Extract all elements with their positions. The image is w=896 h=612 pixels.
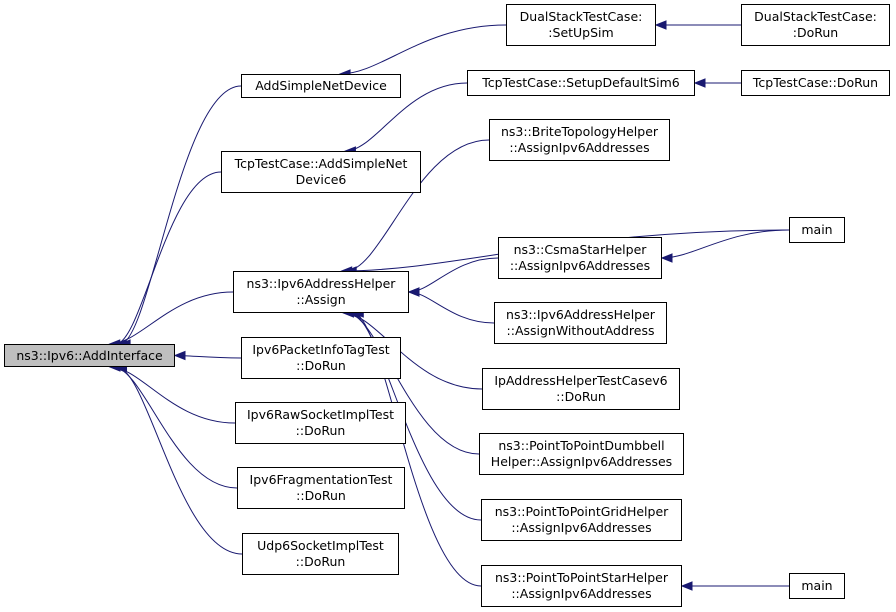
- node-label-line-1: Ipv6RawSocketImplTest: [247, 407, 394, 422]
- node-label-line-1: Ipv6FragmentationTest: [249, 472, 393, 487]
- edge-p2p_dumbbell_assign_ipv6-to-ipv6_address_helper_assign: [346, 312, 480, 455]
- node-label-line-1: ns3::PointToPointGridHelper: [494, 504, 669, 519]
- edge-ipv6_fragmentation_test-to-root: [113, 366, 238, 489]
- node-main-1[interactable]: main: [789, 217, 845, 243]
- edge-dual_stack_setup_sim-to-add_simple_net_device: [340, 24, 507, 75]
- node-label: ns3::Ipv6::AddInterface: [16, 347, 163, 363]
- node-udp6-socket-impl-test[interactable]: Udp6SocketImplTest ::DoRun: [242, 533, 399, 575]
- node-brite-topology-assign-ipv6[interactable]: ns3::BriteTopologyHelper ::AssignIpv6Add…: [489, 119, 670, 161]
- node-label-line-2: ::AssignIpv6Addresses: [509, 140, 650, 155]
- edge-brite_assign_ipv6-to-ipv6_address_helper_assign: [346, 139, 490, 272]
- node-label-line-1: TcpTestCase::AddSimpleNet: [234, 156, 408, 171]
- node-label-line-2: ::AssignIpv6Addresses: [511, 586, 652, 601]
- node-label-line-1: ns3::BriteTopologyHelper: [500, 124, 659, 139]
- arrowhead-main_2-to-p2p_star_assign_ipv6: [680, 581, 693, 591]
- edge-p2p_star_assign_ipv6-to-ipv6_address_helper_assign: [353, 312, 482, 587]
- node-label: main: [801, 222, 833, 237]
- node-assign-without-address[interactable]: ns3::Ipv6AddressHelper ::AssignWithoutAd…: [494, 302, 667, 344]
- node-dual-stack-do-run[interactable]: DualStackTestCase: :DoRun: [741, 4, 890, 46]
- node-label-line-2: ::AssignIpv6Addresses: [509, 258, 651, 273]
- node-label-line-2: Device6: [295, 172, 347, 187]
- node-p2p-grid-assign-ipv6[interactable]: ns3::PointToPointGridHelper ::AssignIpv6…: [481, 499, 682, 541]
- node-label-line-1: ns3::Ipv6AddressHelper: [506, 307, 655, 322]
- node-label: TcpTestCase::DoRun: [752, 75, 879, 90]
- node-label: main: [801, 578, 833, 593]
- node-label-line-2: ::DoRun: [556, 389, 606, 404]
- node-ipv6-fragmentation-test[interactable]: Ipv6FragmentationTest ::DoRun: [237, 467, 405, 509]
- node-label-line-1: ns3::CsmaStarHelper: [513, 242, 647, 257]
- node-dual-stack-setup-sim[interactable]: DualStackTestCase: :SetUpSim: [506, 4, 656, 46]
- node-ipv6-raw-socket-impl-test[interactable]: Ipv6RawSocketImplTest ::DoRun: [235, 402, 406, 444]
- node-tcp-do-run[interactable]: TcpTestCase::DoRun: [741, 70, 890, 96]
- node-label-line-1: DualStackTestCase:: [754, 9, 877, 24]
- node-label-line-2: ::DoRun: [296, 488, 346, 503]
- node-csma-star-assign-ipv6[interactable]: ns3::CsmaStarHelper ::AssignIpv6Addresse…: [498, 237, 662, 279]
- node-label-line-1: ns3::Ipv6AddressHelper: [246, 276, 396, 291]
- node-label-line-1: Udp6SocketImplTest: [257, 538, 384, 553]
- arrowhead-tcp_do_run-to-tcp_setup_default_sim6: [693, 78, 706, 88]
- node-ipv6-address-helper-assign[interactable]: ns3::Ipv6AddressHelper ::Assign: [233, 271, 409, 313]
- node-label-line-1: DualStackTestCase:: [519, 9, 643, 24]
- node-label-line-2: ::Assign: [296, 292, 346, 307]
- edge-ipv6_address_helper_assign-to-root: [109, 291, 234, 345]
- node-label-line-2: :SetUpSim: [548, 25, 614, 40]
- node-tcp-setup-default-sim6[interactable]: TcpTestCase::SetupDefaultSim6: [467, 70, 695, 96]
- edge-udp6_socket_impl_test-to-root: [116, 366, 243, 555]
- edge-assign_without_address-to-ipv6_address_helper_assign: [408, 291, 495, 324]
- node-add-simple-net-device[interactable]: AddSimpleNetDevice: [241, 74, 401, 98]
- node-label: TcpTestCase::SetupDefaultSim6: [482, 75, 680, 90]
- arrowhead-assign_without_address-to-ipv6_address_helper_assign: [407, 287, 420, 297]
- node-label-line-2: Helper::AssignIpv6Addresses: [490, 454, 673, 469]
- edge-csma_star_assign_ipv6-to-ipv6_address_helper_assign: [408, 257, 499, 293]
- arrowhead-ipv6_packet_info_tag_test-to-root: [173, 350, 186, 361]
- edge-tcp_add_simple_net_device6-to-root: [115, 171, 222, 345]
- node-label-line-2: ::AssignWithoutAddress: [506, 323, 655, 338]
- edge-layer: [108, 20, 790, 591]
- edge-main_1-to-csma_star_assign_ipv6: [661, 229, 790, 259]
- node-label: AddSimpleNetDevice: [255, 78, 387, 93]
- edge-add_simple_net_device-to-root: [119, 85, 242, 345]
- arrowhead-main_1-to-csma_star_assign_ipv6: [660, 253, 673, 263]
- node-root-ipv6-add-interface: ns3::Ipv6::AddInterface: [4, 344, 175, 367]
- node-p2p-dumbbell-assign-ipv6[interactable]: ns3::PointToPointDumbbell Helper::Assign…: [479, 433, 684, 475]
- node-label-line-2: ::DoRun: [296, 358, 346, 373]
- node-label-line-1: ns3::PointToPointDumbbell: [498, 438, 665, 453]
- node-label-line-1: Ipv6PacketInfoTagTest: [252, 342, 390, 357]
- node-tcp-add-simple-net-device6[interactable]: TcpTestCase::AddSimpleNet Device6: [221, 151, 421, 193]
- node-label-line-2: ::AssignIpv6Addresses: [511, 520, 652, 535]
- node-ip-address-helper-test-v6[interactable]: IpAddressHelperTestCasev6 ::DoRun: [482, 368, 680, 410]
- node-label-line-1: IpAddressHelperTestCasev6: [494, 373, 668, 388]
- node-main-2[interactable]: main: [789, 573, 845, 599]
- node-label-line-2: ::DoRun: [295, 423, 346, 438]
- arrowhead-dual_stack_do_run-to-dual_stack_setup_sim: [654, 20, 667, 30]
- node-ipv6-packet-info-tag-test[interactable]: Ipv6PacketInfoTagTest ::DoRun: [241, 337, 401, 379]
- node-label-line-1: ns3::PointToPointStarHelper: [494, 570, 668, 585]
- node-label-line-2: :DoRun: [792, 25, 839, 40]
- edge-tcp_setup_default_sim6-to-tcp_add_simple_net_device6: [345, 82, 468, 152]
- node-p2p-star-assign-ipv6[interactable]: ns3::PointToPointStarHelper ::AssignIpv6…: [481, 565, 682, 607]
- node-label-line-2: ::DoRun: [295, 554, 346, 569]
